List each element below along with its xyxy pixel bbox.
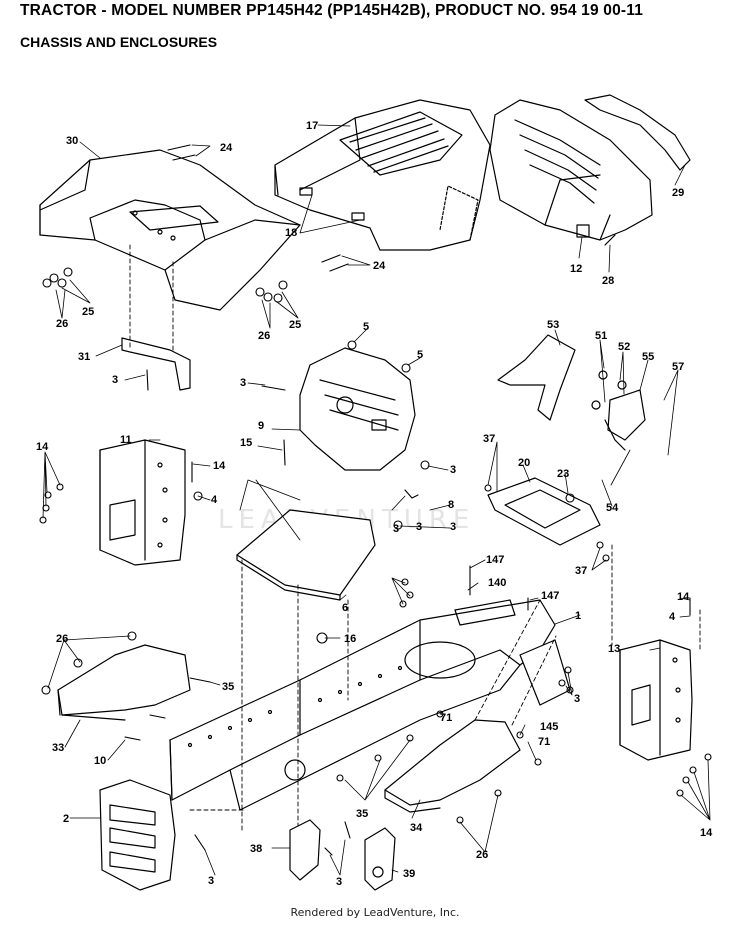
callout-23: 23 — [557, 468, 569, 480]
dash-support-9 — [299, 347, 416, 471]
callout-35: 35 — [222, 681, 234, 693]
callout-28: 28 — [602, 275, 614, 287]
callout-3: 3 — [450, 521, 456, 533]
callout-10: 10 — [94, 755, 106, 767]
callout-147: 147 — [541, 590, 559, 602]
callout-11: 11 — [120, 434, 132, 446]
dash-panel-30 — [39, 149, 301, 311]
callout-26: 26 — [476, 849, 488, 861]
callout-37: 37 — [483, 433, 495, 445]
callout-20: 20 — [518, 457, 530, 469]
callout-30: 30 — [66, 135, 78, 147]
alignment-lines — [129, 244, 701, 831]
callout-3: 3 — [450, 464, 456, 476]
grille-29-28 — [489, 94, 691, 246]
callout-31: 31 — [78, 351, 90, 363]
callout-37: 37 — [575, 565, 587, 577]
callout-3: 3 — [416, 521, 422, 533]
hood-17 — [274, 99, 491, 251]
callout-17: 17 — [306, 120, 318, 132]
callout-3: 3 — [112, 374, 118, 386]
leader-lines — [42, 124, 711, 876]
pedal-linkage-53-55 — [497, 334, 646, 451]
footer-credit: Rendered by LeadVenture, Inc. — [290, 906, 460, 919]
footrest-33 — [57, 644, 191, 721]
callout-53: 53 — [547, 319, 559, 331]
callout-55: 55 — [642, 351, 654, 363]
callout-29: 29 — [672, 187, 684, 199]
battery-tray-6 — [236, 509, 376, 601]
callout-57: 57 — [672, 361, 684, 373]
callout-26: 26 — [258, 330, 270, 342]
footrest-34 — [384, 719, 521, 813]
main-frame-1 — [169, 599, 571, 811]
page-title: TRACTOR - MODEL NUMBER PP145H42 (PP145H4… — [20, 2, 644, 19]
callout-8: 8 — [448, 499, 454, 511]
callout-3: 3 — [208, 875, 214, 887]
callout-3: 3 — [336, 876, 342, 888]
callout-38: 38 — [250, 843, 262, 855]
callout-51: 51 — [595, 330, 607, 342]
callout-9: 9 — [258, 420, 264, 432]
callout-14: 14 — [677, 591, 690, 603]
callout-25: 25 — [82, 306, 94, 318]
callout-35: 35 — [356, 808, 368, 820]
callout-26: 26 — [56, 318, 68, 330]
callout-39: 39 — [403, 868, 415, 880]
callout-18: 18 — [285, 227, 297, 239]
callout-145: 145 — [540, 721, 558, 733]
callout-2: 2 — [63, 813, 69, 825]
callout-3: 3 — [393, 523, 399, 535]
callout-25: 25 — [289, 319, 301, 331]
brackets-38-39 — [289, 819, 396, 891]
callout-4: 4 — [669, 611, 676, 623]
callout-147: 147 — [486, 554, 504, 566]
callout-26: 26 — [56, 633, 68, 645]
callout-24: 24 — [373, 260, 386, 272]
callout-3: 3 — [574, 693, 580, 705]
callout-5: 5 — [417, 349, 423, 361]
page-subtitle: CHASSIS AND ENCLOSURES — [20, 34, 218, 50]
bracket-31 — [121, 337, 191, 391]
callout-71: 71 — [440, 712, 452, 724]
callout-6: 6 — [342, 602, 348, 614]
callout-14: 14 — [700, 827, 713, 839]
front-plate-2 — [99, 779, 176, 891]
callout-13: 13 — [608, 643, 620, 655]
side-bracket-13 — [619, 639, 693, 761]
callout-16: 16 — [344, 633, 356, 645]
mounting-plate-20 — [487, 477, 601, 546]
callout-14: 14 — [36, 441, 49, 453]
callout-14: 14 — [213, 460, 226, 472]
fasteners — [39, 144, 712, 856]
callout-1: 1 — [575, 610, 581, 622]
callout-5: 5 — [363, 321, 369, 333]
callout-4: 4 — [211, 494, 218, 506]
callout-34: 34 — [410, 822, 423, 834]
callout-140: 140 — [488, 577, 506, 589]
callout-12: 12 — [570, 263, 582, 275]
callout-24: 24 — [220, 142, 233, 154]
callout-33: 33 — [52, 742, 64, 754]
callout-54: 54 — [606, 502, 619, 514]
callout-15: 15 — [240, 437, 252, 449]
callout-3: 3 — [240, 377, 246, 389]
side-bracket-11 — [99, 439, 186, 566]
callout-71: 71 — [538, 736, 550, 748]
callout-52: 52 — [618, 341, 630, 353]
